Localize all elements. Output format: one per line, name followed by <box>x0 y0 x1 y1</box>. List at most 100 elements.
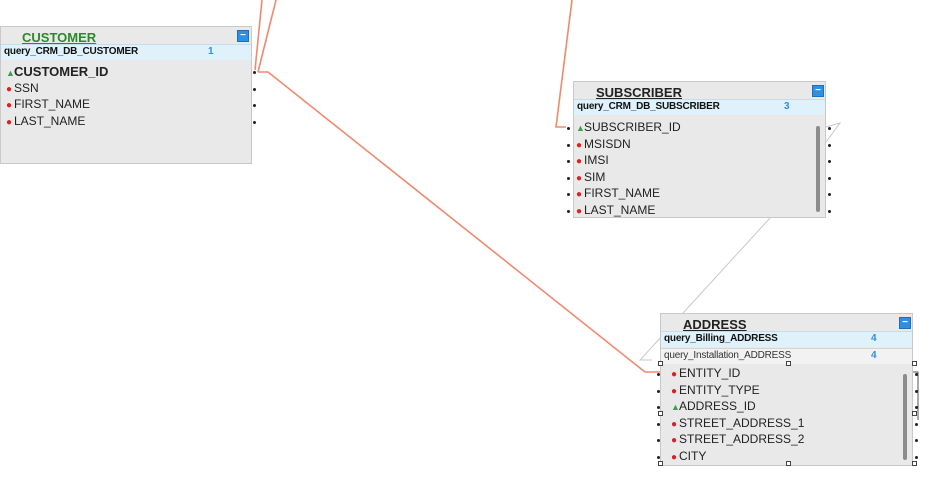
link-line <box>257 0 277 73</box>
field-port-right[interactable] <box>828 209 831 213</box>
field-port-right[interactable] <box>915 373 918 376</box>
subscriber-field-name: IMSI <box>584 153 609 167</box>
selection-handle[interactable] <box>912 461 917 466</box>
customer-query-name: query_CRM_DB_CUSTOMER <box>4 46 138 57</box>
address-field-name: STREET_ADDRESS_2 <box>679 432 805 446</box>
address-field-row[interactable]: ●ENTITY_ID <box>657 366 918 382</box>
address-query-row-billing[interactable]: query_Billing_ADDRESS 4 <box>661 331 912 347</box>
field-port-left[interactable] <box>567 143 570 147</box>
field-port-right[interactable] <box>828 176 831 180</box>
subscriber-field-name: MSISDN <box>584 136 631 151</box>
subscriber-field-name: SUBSCRIBER_ID <box>584 120 681 134</box>
customer-field-row[interactable]: ▲CUSTOMER_ID <box>1 64 256 80</box>
selection-handle[interactable] <box>786 461 791 466</box>
link-line <box>254 0 263 71</box>
subscriber-entity[interactable]: SUBSCRIBER − query_CRM_DB_SUBSCRIBER 3 ▲… <box>567 81 831 219</box>
field-port-left[interactable] <box>567 127 570 130</box>
customer-title[interactable]: CUSTOMER <box>22 30 97 45</box>
field-port-left[interactable] <box>657 422 660 426</box>
field-port-right[interactable] <box>915 389 918 393</box>
primary-key-icon: ▲ <box>6 68 15 78</box>
address-field-row[interactable]: ▲ADDRESS_ID <box>657 399 918 415</box>
subscriber-scrollbar[interactable] <box>816 126 820 212</box>
customer-field-row[interactable]: ●SSN <box>1 81 256 97</box>
field-port-right[interactable] <box>253 104 256 107</box>
field-port-left[interactable] <box>567 176 570 180</box>
address-query-name-installation: query_Installation_ADDRESS <box>664 350 792 361</box>
selection-handle[interactable] <box>658 461 663 466</box>
required-field-icon: ● <box>576 172 583 184</box>
field-port-right[interactable] <box>828 160 831 163</box>
subscriber-field-row[interactable]: ●FIRST_NAME <box>567 186 831 202</box>
address-field-name: ENTITY_ID <box>679 366 741 380</box>
address-field-name: CITY <box>679 448 707 463</box>
subscriber-field-row[interactable]: ●IMSI <box>567 153 831 169</box>
field-port-right[interactable] <box>915 439 918 442</box>
address-query-count-installation: 4 <box>871 350 877 361</box>
address-field-row[interactable]: ●STREET_ADDRESS_2 <box>657 432 918 448</box>
field-port-left[interactable] <box>567 209 570 213</box>
address-field-row[interactable]: ●STREET_ADDRESS_1 <box>657 416 918 432</box>
customer-field-row[interactable]: ●FIRST_NAME <box>1 97 256 113</box>
required-field-icon: ● <box>576 139 583 151</box>
field-port-right[interactable] <box>915 406 918 409</box>
customer-field-name: CUSTOMER_ID <box>14 64 109 79</box>
address-collapse-button[interactable]: − <box>899 317 911 329</box>
field-port-right[interactable] <box>253 120 256 124</box>
link-self <box>825 122 842 143</box>
field-port-left[interactable] <box>567 160 570 163</box>
customer-field-row[interactable]: ●LAST_NAME <box>1 113 256 130</box>
address-scrollbar[interactable] <box>903 374 907 460</box>
field-port-left[interactable] <box>657 389 660 393</box>
field-port-left[interactable] <box>657 439 660 442</box>
subscriber-field-row[interactable]: ●MSISDN <box>567 136 831 153</box>
field-port-left[interactable] <box>657 373 660 376</box>
primary-key-icon: ▲ <box>576 123 585 133</box>
field-port-right[interactable] <box>828 127 831 130</box>
selection-handle[interactable] <box>912 361 917 366</box>
field-port-right[interactable] <box>915 455 918 459</box>
selection-handle[interactable] <box>658 411 663 416</box>
subscriber-title[interactable]: SUBSCRIBER <box>596 85 682 100</box>
link-subscriber <box>555 0 573 128</box>
subscriber-query-name: query_CRM_DB_SUBSCRIBER <box>577 101 720 112</box>
required-field-icon: ● <box>6 100 13 111</box>
address-query-name-billing: query_Billing_ADDRESS <box>664 333 778 344</box>
selection-handle[interactable] <box>658 361 663 366</box>
field-port-right[interactable] <box>915 422 918 426</box>
selection-handle[interactable] <box>786 361 791 366</box>
required-field-icon: ● <box>576 205 583 217</box>
customer-query-count: 1 <box>208 46 214 57</box>
subscriber-field-row[interactable]: ▲SUBSCRIBER_ID <box>567 120 831 136</box>
subscriber-field-row[interactable]: ●LAST_NAME <box>567 203 831 219</box>
selection-handle[interactable] <box>912 411 917 416</box>
required-field-icon: ● <box>671 385 678 397</box>
field-port-left[interactable] <box>567 193 570 196</box>
address-query-count-billing: 4 <box>871 333 877 344</box>
subscriber-field-name: FIRST_NAME <box>584 186 661 200</box>
address-query-row-installation[interactable]: query_Installation_ADDRESS 4 <box>661 348 912 364</box>
required-field-icon: ● <box>671 435 678 446</box>
address-title[interactable]: ADDRESS <box>683 317 747 332</box>
field-port-right[interactable] <box>828 193 831 196</box>
address-field-row[interactable]: ●CITY <box>657 448 918 465</box>
primary-key-icon: ▲ <box>671 402 680 412</box>
customer-field-name: LAST_NAME <box>14 113 86 128</box>
address-entity[interactable]: ADDRESS − query_Billing_ADDRESS 4 query_… <box>657 313 918 466</box>
address-field-name: ADDRESS_ID <box>679 399 756 413</box>
customer-entity[interactable]: CUSTOMER − query_CRM_DB_CUSTOMER 1 ▲CUST… <box>0 26 256 164</box>
customer-collapse-button[interactable]: − <box>237 30 249 42</box>
field-port-right[interactable] <box>828 143 831 147</box>
field-port-left[interactable] <box>657 455 660 459</box>
field-port-right[interactable] <box>253 87 256 91</box>
address-field-name: ENTITY_TYPE <box>679 382 760 397</box>
subscriber-query-row[interactable]: query_CRM_DB_SUBSCRIBER 3 <box>574 99 825 115</box>
subscriber-field-row[interactable]: ●SIM <box>567 170 831 186</box>
subscriber-collapse-button[interactable]: − <box>812 85 824 97</box>
customer-query-row[interactable]: query_CRM_DB_CUSTOMER 1 <box>1 44 251 60</box>
subscriber-query-count: 3 <box>784 101 790 112</box>
field-port-right[interactable] <box>253 71 256 74</box>
address-field-row[interactable]: ●ENTITY_TYPE <box>657 382 918 399</box>
field-port-left[interactable] <box>657 406 660 409</box>
